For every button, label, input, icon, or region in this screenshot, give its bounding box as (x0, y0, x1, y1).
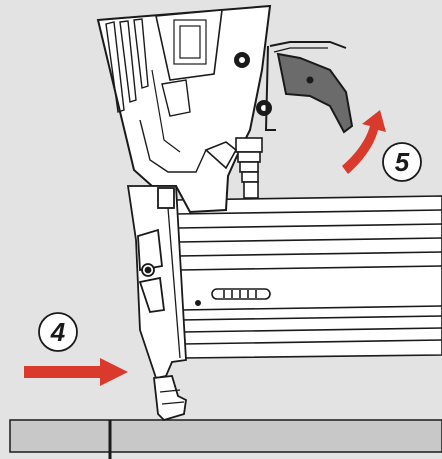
trigger-assembly (264, 41, 354, 134)
curved-arrow (342, 110, 386, 174)
nose-piece (126, 185, 187, 422)
workpiece-board (9, 419, 442, 459)
step-5-number: 5 (395, 147, 410, 177)
trigger (276, 52, 354, 134)
push-arrow (24, 358, 128, 386)
magazine-rail (174, 195, 442, 359)
step-4-callout: 4 (38, 312, 78, 352)
curved-arrow-shape (342, 110, 386, 174)
push-arrow-shape (24, 358, 128, 386)
valve-stem (204, 137, 263, 199)
step-4-number: 4 (50, 317, 66, 347)
step-5-callout: 5 (382, 142, 422, 182)
